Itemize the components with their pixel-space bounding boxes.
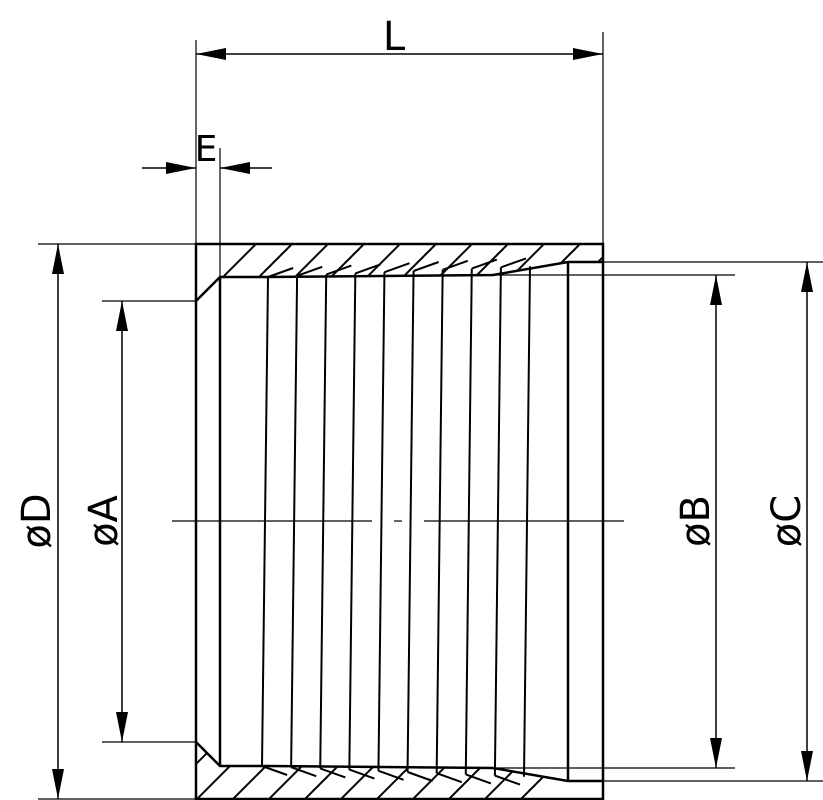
thread-crest-bottom bbox=[494, 774, 521, 786]
thread-crest-bottom bbox=[407, 771, 434, 782]
wall-hatching-top bbox=[196, 244, 603, 301]
thread-crest-bottom bbox=[348, 768, 375, 780]
thread-crest-bottom bbox=[465, 773, 492, 785]
thread-crest-top bbox=[354, 263, 381, 275]
label-diameter-D: øD bbox=[14, 493, 60, 548]
label-diameter-A: øA bbox=[81, 494, 127, 546]
label-E: E bbox=[195, 129, 218, 170]
thread-crest-bottom bbox=[319, 767, 346, 779]
label-diameter-C: øC bbox=[764, 495, 810, 547]
thread-groove-line bbox=[406, 270, 415, 773]
thread-crest-top bbox=[296, 265, 323, 277]
thread-groove-line bbox=[377, 272, 386, 771]
thread-crest-bottom bbox=[290, 766, 317, 778]
extension-lines bbox=[38, 32, 823, 800]
label-L: L bbox=[383, 14, 406, 60]
thread-crest-top bbox=[384, 262, 410, 274]
thread-crest-top bbox=[267, 267, 294, 278]
thread-crest-top bbox=[325, 264, 352, 276]
thread-crest-top bbox=[471, 258, 498, 270]
thread-crest-bottom bbox=[378, 769, 404, 781]
thread-crest-bottom bbox=[436, 772, 463, 784]
dimension-lines bbox=[52, 48, 813, 799]
thread-crest-bottom bbox=[261, 765, 288, 776]
label-diameter-B: øB bbox=[673, 495, 719, 547]
thread-crest-top bbox=[442, 259, 469, 271]
thread-crest-top bbox=[500, 257, 527, 269]
thread-crest-top bbox=[413, 261, 440, 272]
